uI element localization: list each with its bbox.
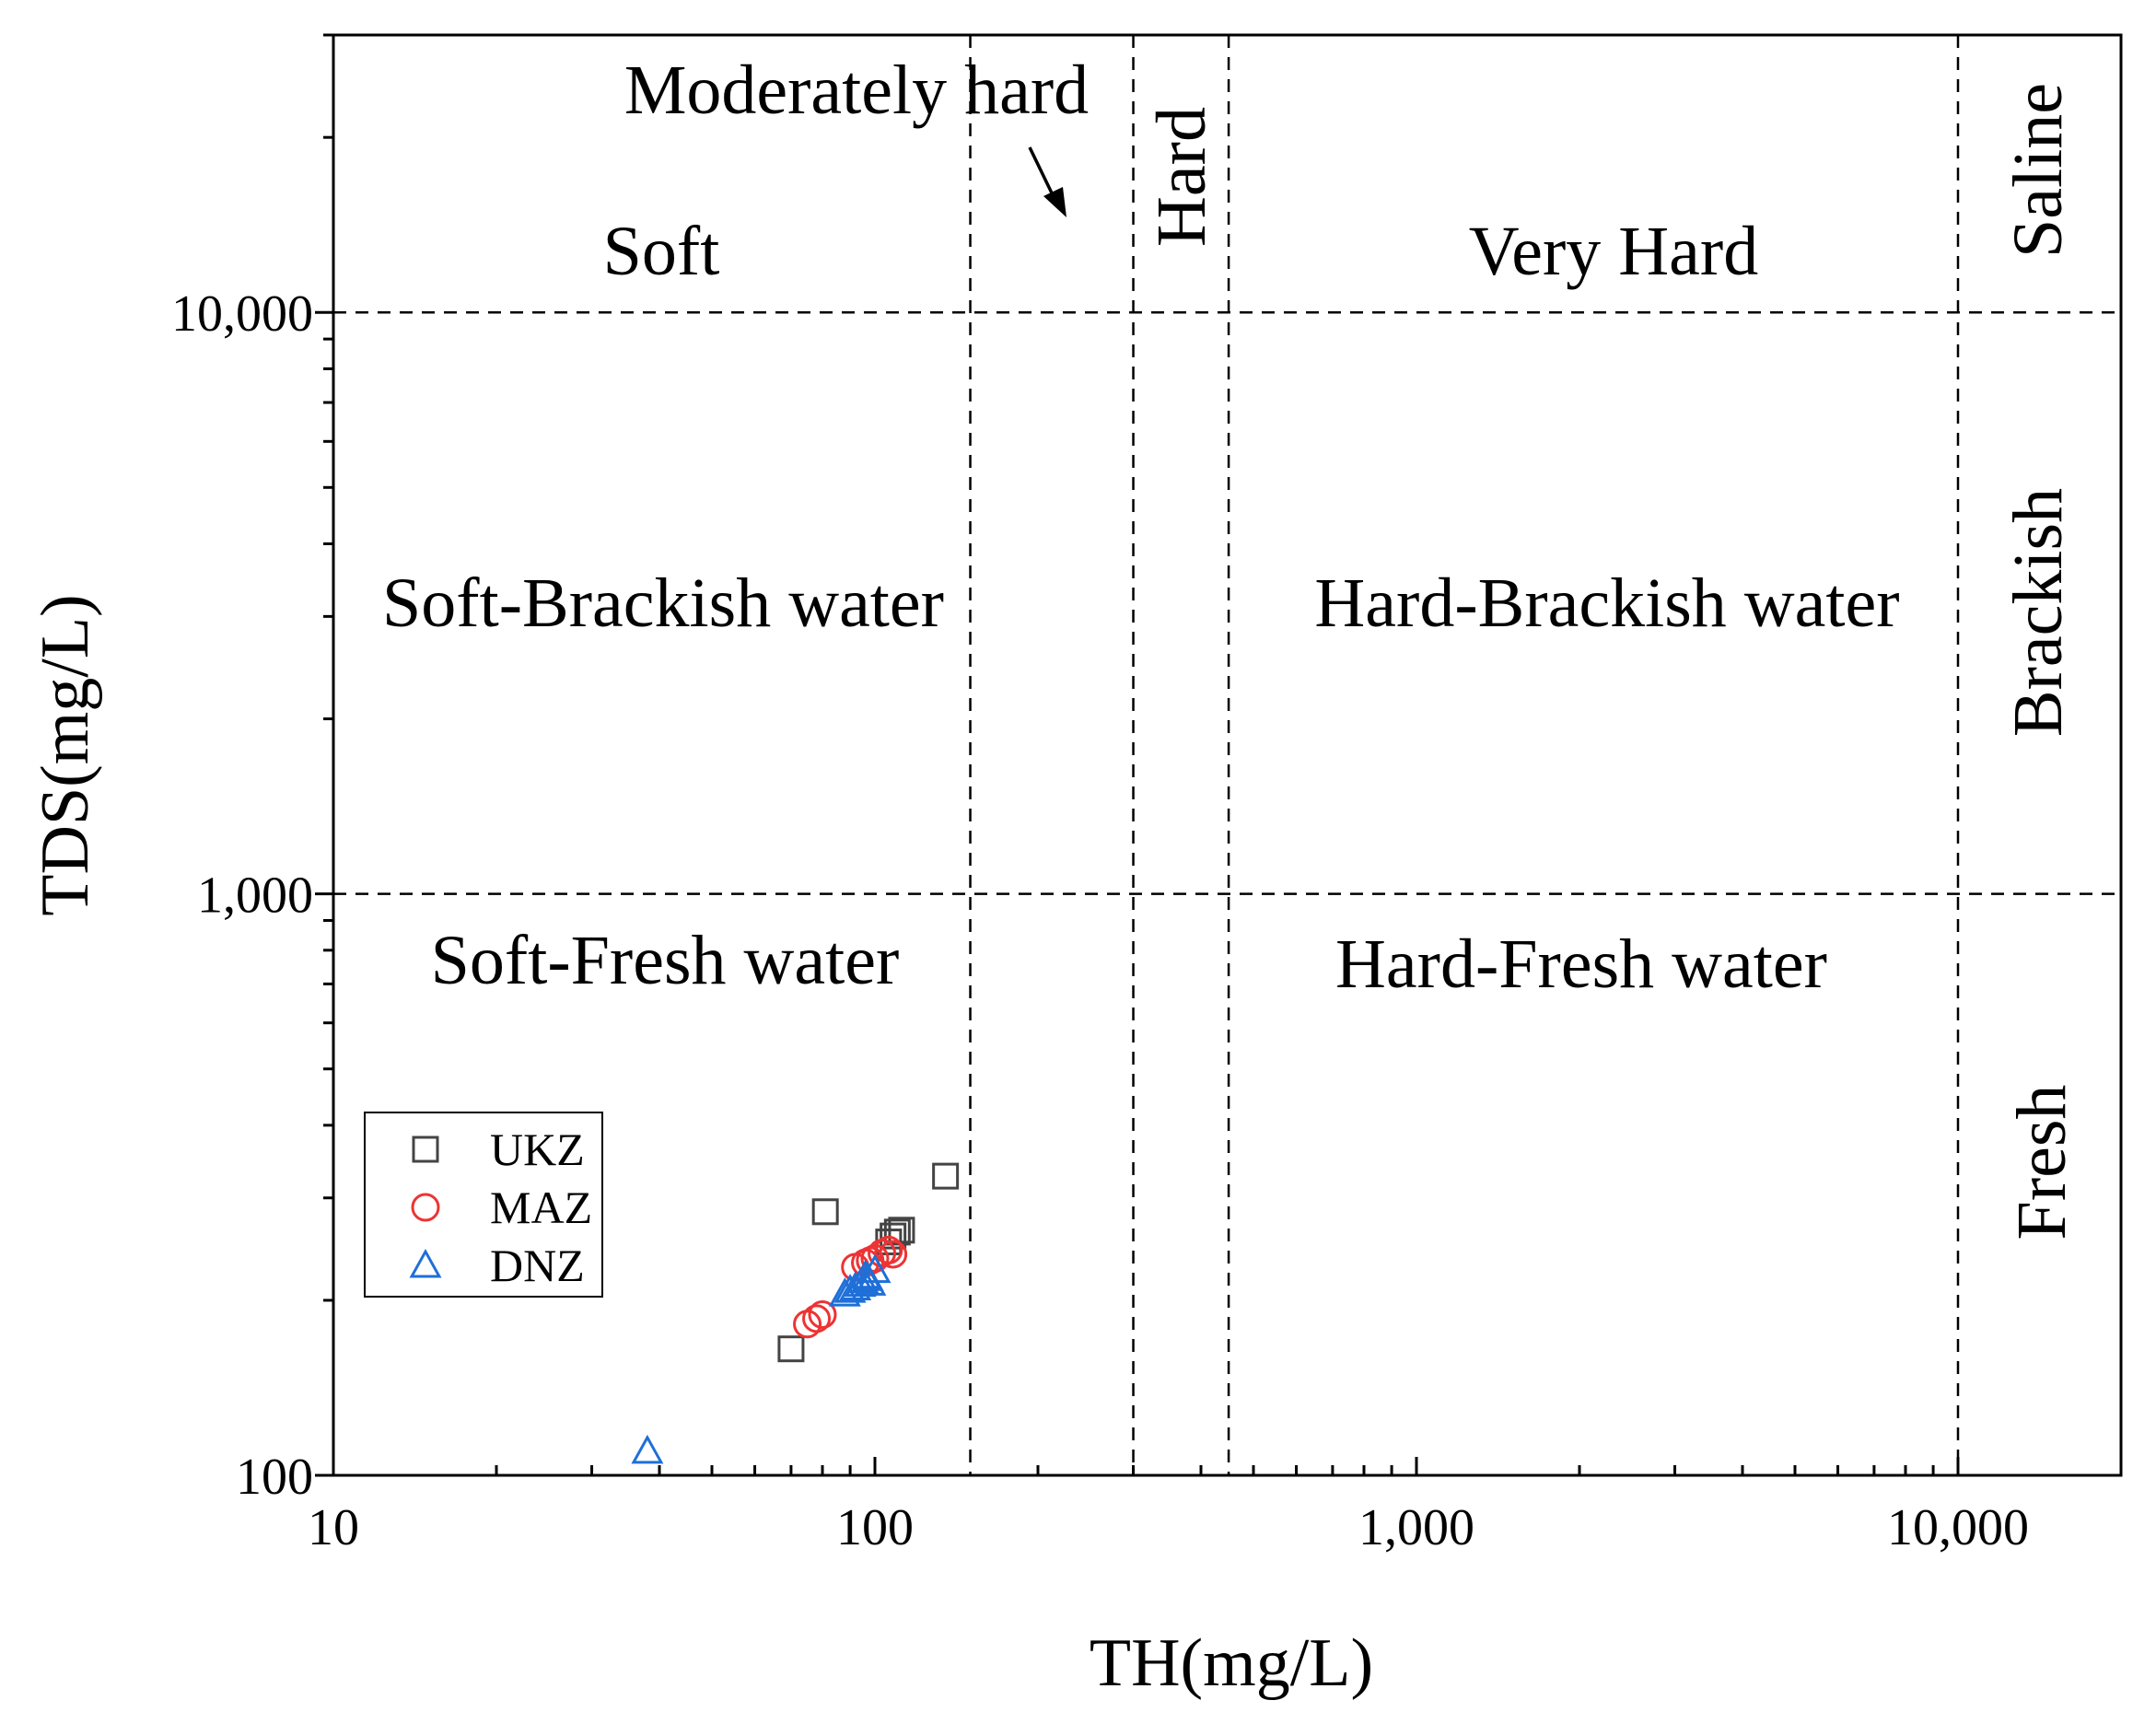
legend-label-maz: MAZ: [490, 1182, 592, 1233]
plot-frame: [332, 33, 2123, 1477]
point-maz: [808, 1299, 837, 1329]
legend-marker-ukz: [412, 1136, 439, 1163]
y-tick-label: 1,000: [197, 868, 313, 925]
moderately-hard-arrowhead: [1043, 187, 1066, 217]
point-ukz: [777, 1335, 805, 1363]
y-axis-label: TDS(mg/L): [28, 594, 103, 915]
x-axis-label: TH(mg/L): [1090, 1625, 1373, 1701]
annotation-very-hard: Very Hard: [1469, 213, 1758, 290]
annotation-soft-brackish-water: Soft-Brackish water: [382, 565, 944, 642]
x-tick-label: 1,000: [1358, 1499, 1474, 1556]
x-tick-label: 10,000: [1887, 1499, 2029, 1556]
legend-label-dnz: DNZ: [490, 1240, 585, 1291]
y-tick-label: 100: [236, 1449, 313, 1506]
annotation-soft: Soft: [603, 213, 720, 290]
annotation-hard-fresh-water: Hard-Fresh water: [1335, 926, 1827, 1003]
legend-label-ukz: UKZ: [490, 1124, 585, 1175]
legend-marker-maz: [411, 1193, 440, 1222]
annotation-fresh: Fresh: [2003, 1085, 2080, 1240]
point-maz: [793, 1310, 822, 1339]
x-tick-label: 10: [308, 1499, 359, 1556]
annotation-moderately-hard: Moderately hard: [624, 52, 1089, 129]
annotation-brackish: Brackish: [1999, 488, 2077, 737]
y-tick-label: 10,000: [171, 285, 313, 343]
point-dnz: [631, 1434, 664, 1464]
point-ukz: [932, 1162, 960, 1190]
point-maz: [802, 1304, 832, 1333]
x-tick-label: 100: [836, 1499, 914, 1556]
legend-box: [364, 1112, 603, 1298]
point-ukz: [811, 1198, 839, 1226]
annotation-hard-brackish-water: Hard-Brackish water: [1314, 565, 1899, 642]
legend-marker-dnz: [409, 1248, 442, 1278]
annotation-soft-fresh-water: Soft-Fresh water: [431, 922, 900, 999]
point-dnz: [858, 1253, 892, 1284]
annotation-hard: Hard: [1143, 107, 1220, 247]
point-ukz: [883, 1218, 911, 1246]
annotation-saline: Saline: [1999, 83, 2077, 258]
